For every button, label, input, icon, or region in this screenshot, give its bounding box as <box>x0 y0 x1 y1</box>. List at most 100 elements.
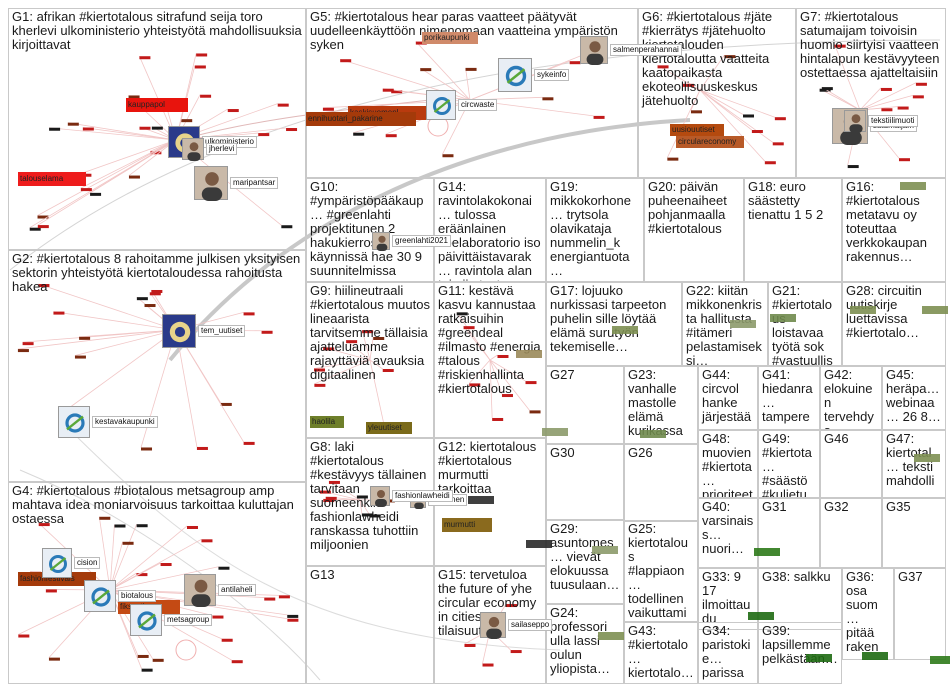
node-tag-bar <box>862 652 888 660</box>
node-label-tag: kauppapol <box>126 98 188 112</box>
group-g41: G41: hiedanra… tampere… #hiedanr… <box>758 366 820 430</box>
logo-icon <box>498 58 532 92</box>
group-g28: G28: circuitin uutiskirje luettavissa #k… <box>842 282 946 366</box>
group-label: G42: elokuinen tervehdys uutiskirje… <box>824 368 878 430</box>
node-label-tag: haolila <box>310 416 344 428</box>
node-label: tekstiilimuoti <box>868 115 918 127</box>
node-label: antilaheli <box>218 584 256 596</box>
group-g18: G18: euro säästetty tienattu 1 5 2 <box>744 178 842 282</box>
node-label: greenlahti2021 <box>392 235 451 247</box>
group-label: G1: afrikan #kiertotalous sitrafund seij… <box>12 10 302 52</box>
group-label: G38: salkku <box>762 570 838 584</box>
group-label: G33: 9 17 ilmoittaudu syksyn… <box>702 570 754 630</box>
node-label-tag: circulareconomy <box>676 136 744 148</box>
group-label: G35 <box>886 500 942 514</box>
node-tag-bar <box>612 326 638 334</box>
group-g32: G32 <box>820 498 882 568</box>
group-label: G11: kestävä kasvu kannustaa ratkaisuihi… <box>438 284 542 396</box>
node-tag-bar <box>900 182 926 190</box>
group-label: G48: muovien #kiertota… prioriteet… <box>702 432 754 498</box>
group-label: G2: #kiertotalous 8 rahoitamme julkisen … <box>12 252 302 294</box>
group-g2: G2: #kiertotalous 8 rahoitamme julkisen … <box>8 250 306 482</box>
group-label: G14: ravintolakokonai… tulossa eräänlain… <box>438 180 542 282</box>
group-label: G45: heräpa… webinaa… 26 8… <box>886 368 942 424</box>
node-label: kestavakaupunki <box>92 416 158 428</box>
group-g21: G21: #kiertotalous loistavaa työtä sok #… <box>768 282 842 366</box>
group-label: G20: päivän puheenaiheet pohjanmaalla #k… <box>648 180 740 236</box>
logo-icon <box>84 580 116 612</box>
node-label-tag: uusiouutiset <box>670 124 724 136</box>
logo-icon <box>426 90 456 120</box>
node-tag-bar <box>598 632 624 640</box>
node-label: fashionlawheidi <box>392 490 453 502</box>
group-label: G34: paristokie… parissa… <box>702 624 754 684</box>
group-g33: G33: 9 17 ilmoittaudu syksyn… <box>698 568 758 630</box>
node-tag-bar <box>850 306 876 314</box>
node-tag-bar <box>592 546 618 554</box>
group-label: G26 <box>628 446 694 460</box>
group-g37: G37 <box>894 568 946 660</box>
logo-icon <box>58 406 90 438</box>
group-label: G31 <box>762 500 816 514</box>
group-label: G18: euro säästetty tienattu 1 5 2 <box>748 180 838 222</box>
group-g35: G35 <box>882 498 946 568</box>
group-label: G16: #kiertotalous metatavu oy toteuttaa… <box>846 180 942 264</box>
group-g26: G26 <box>624 444 698 522</box>
group-label: G44: circvol hanke järjestää… <box>702 368 754 430</box>
node-tag-bar <box>922 306 948 314</box>
node-tag-bar <box>914 454 940 462</box>
group-g48: G48: muovien #kiertota… prioriteet… <box>698 430 758 498</box>
logo-icon <box>130 604 162 636</box>
node-label-tag: yleuutiset <box>366 422 412 434</box>
group-g1: G1: afrikan #kiertotalous sitrafund seij… <box>8 8 306 250</box>
node-tag-bar <box>930 656 950 664</box>
node-label: jherlevi <box>206 143 237 155</box>
group-g42: G42: elokuinen tervehdys uutiskirje… <box>820 366 882 430</box>
group-g46: G46 <box>820 430 882 498</box>
group-label: G7: #kiertotalous satumaijam toivoisin h… <box>800 10 942 80</box>
group-label: G43: #kiertotalo… kiertotalo… <box>628 624 694 680</box>
avatar-icon <box>370 486 390 506</box>
group-g30: G30 <box>546 444 624 520</box>
group-label: G30 <box>550 446 620 460</box>
node-label-tag: talouselama <box>18 172 86 186</box>
avatar-icon <box>182 138 204 160</box>
group-g38: G38: salkku <box>758 568 842 630</box>
group-label: G46 <box>824 432 878 446</box>
group-label: G6: #kiertotalous #jäte #kierrätys #jäte… <box>642 10 792 108</box>
node-tag-bar <box>640 430 666 438</box>
group-label: G49: #kiertota… #säästö #kuljetu… <box>762 432 816 498</box>
node-label: sykeinfo <box>534 69 569 81</box>
node-tag-bar <box>754 548 780 556</box>
group-g43: G43: #kiertotalo… kiertotalo… <box>624 622 698 684</box>
group-g20: G20: päivän puheenaiheet pohjanmaalla #k… <box>644 178 744 282</box>
group-label: G13 <box>310 568 430 582</box>
group-g14: G14: ravintolakokonai… tulossa eräänlain… <box>434 178 546 282</box>
group-g45: G45: heräpa… webinaa… 26 8… <box>882 366 946 430</box>
group-label: G47: kiertotal… teksti mahdolli… <box>886 432 942 498</box>
node-label: maripantsar <box>230 177 278 189</box>
node-label-tag: porikaupunki <box>422 32 478 44</box>
group-label: G19: mikkokorhone… trytsola olavikataja … <box>550 180 640 278</box>
group-g19: G19: mikkokorhone… trytsola olavikataja … <box>546 178 644 282</box>
node-tag-bar <box>542 428 568 436</box>
group-g40: G40: varsinaiss… nuori… <box>698 498 758 568</box>
group-g49: G49: #kiertota… #säästö #kuljetu… <box>758 430 820 498</box>
group-g13: G13 <box>306 566 434 684</box>
node-label: salmenperahannai <box>610 44 682 56</box>
avatar-icon <box>844 110 866 132</box>
group-label: G25: kiertotalous #lappiaon… todellinen … <box>628 522 694 622</box>
group-label: G17: lojuuko nurkissasi tarpeeton puheli… <box>550 284 678 354</box>
group-label: G36: osa suom… pitää raken… <box>846 570 890 660</box>
group-g31: G31 <box>758 498 820 568</box>
node-tag-bar <box>468 496 494 504</box>
group-g39: G39: lapsillemme pelkästään… <box>758 622 842 684</box>
group-g10: G10: #ympäristöpääkaup… #greenlahti proj… <box>306 178 434 282</box>
avatar-icon <box>184 574 216 606</box>
avatar-icon <box>372 232 390 250</box>
group-label: G12: kiertotalous #kiertotalous murmutti… <box>438 440 542 496</box>
node-tag-bar <box>806 654 832 662</box>
node-label: tem_uutiset <box>198 325 245 337</box>
group-label: G37 <box>898 570 942 584</box>
group-label: G10: #ympäristöpääkaup… #greenlahti proj… <box>310 180 430 278</box>
